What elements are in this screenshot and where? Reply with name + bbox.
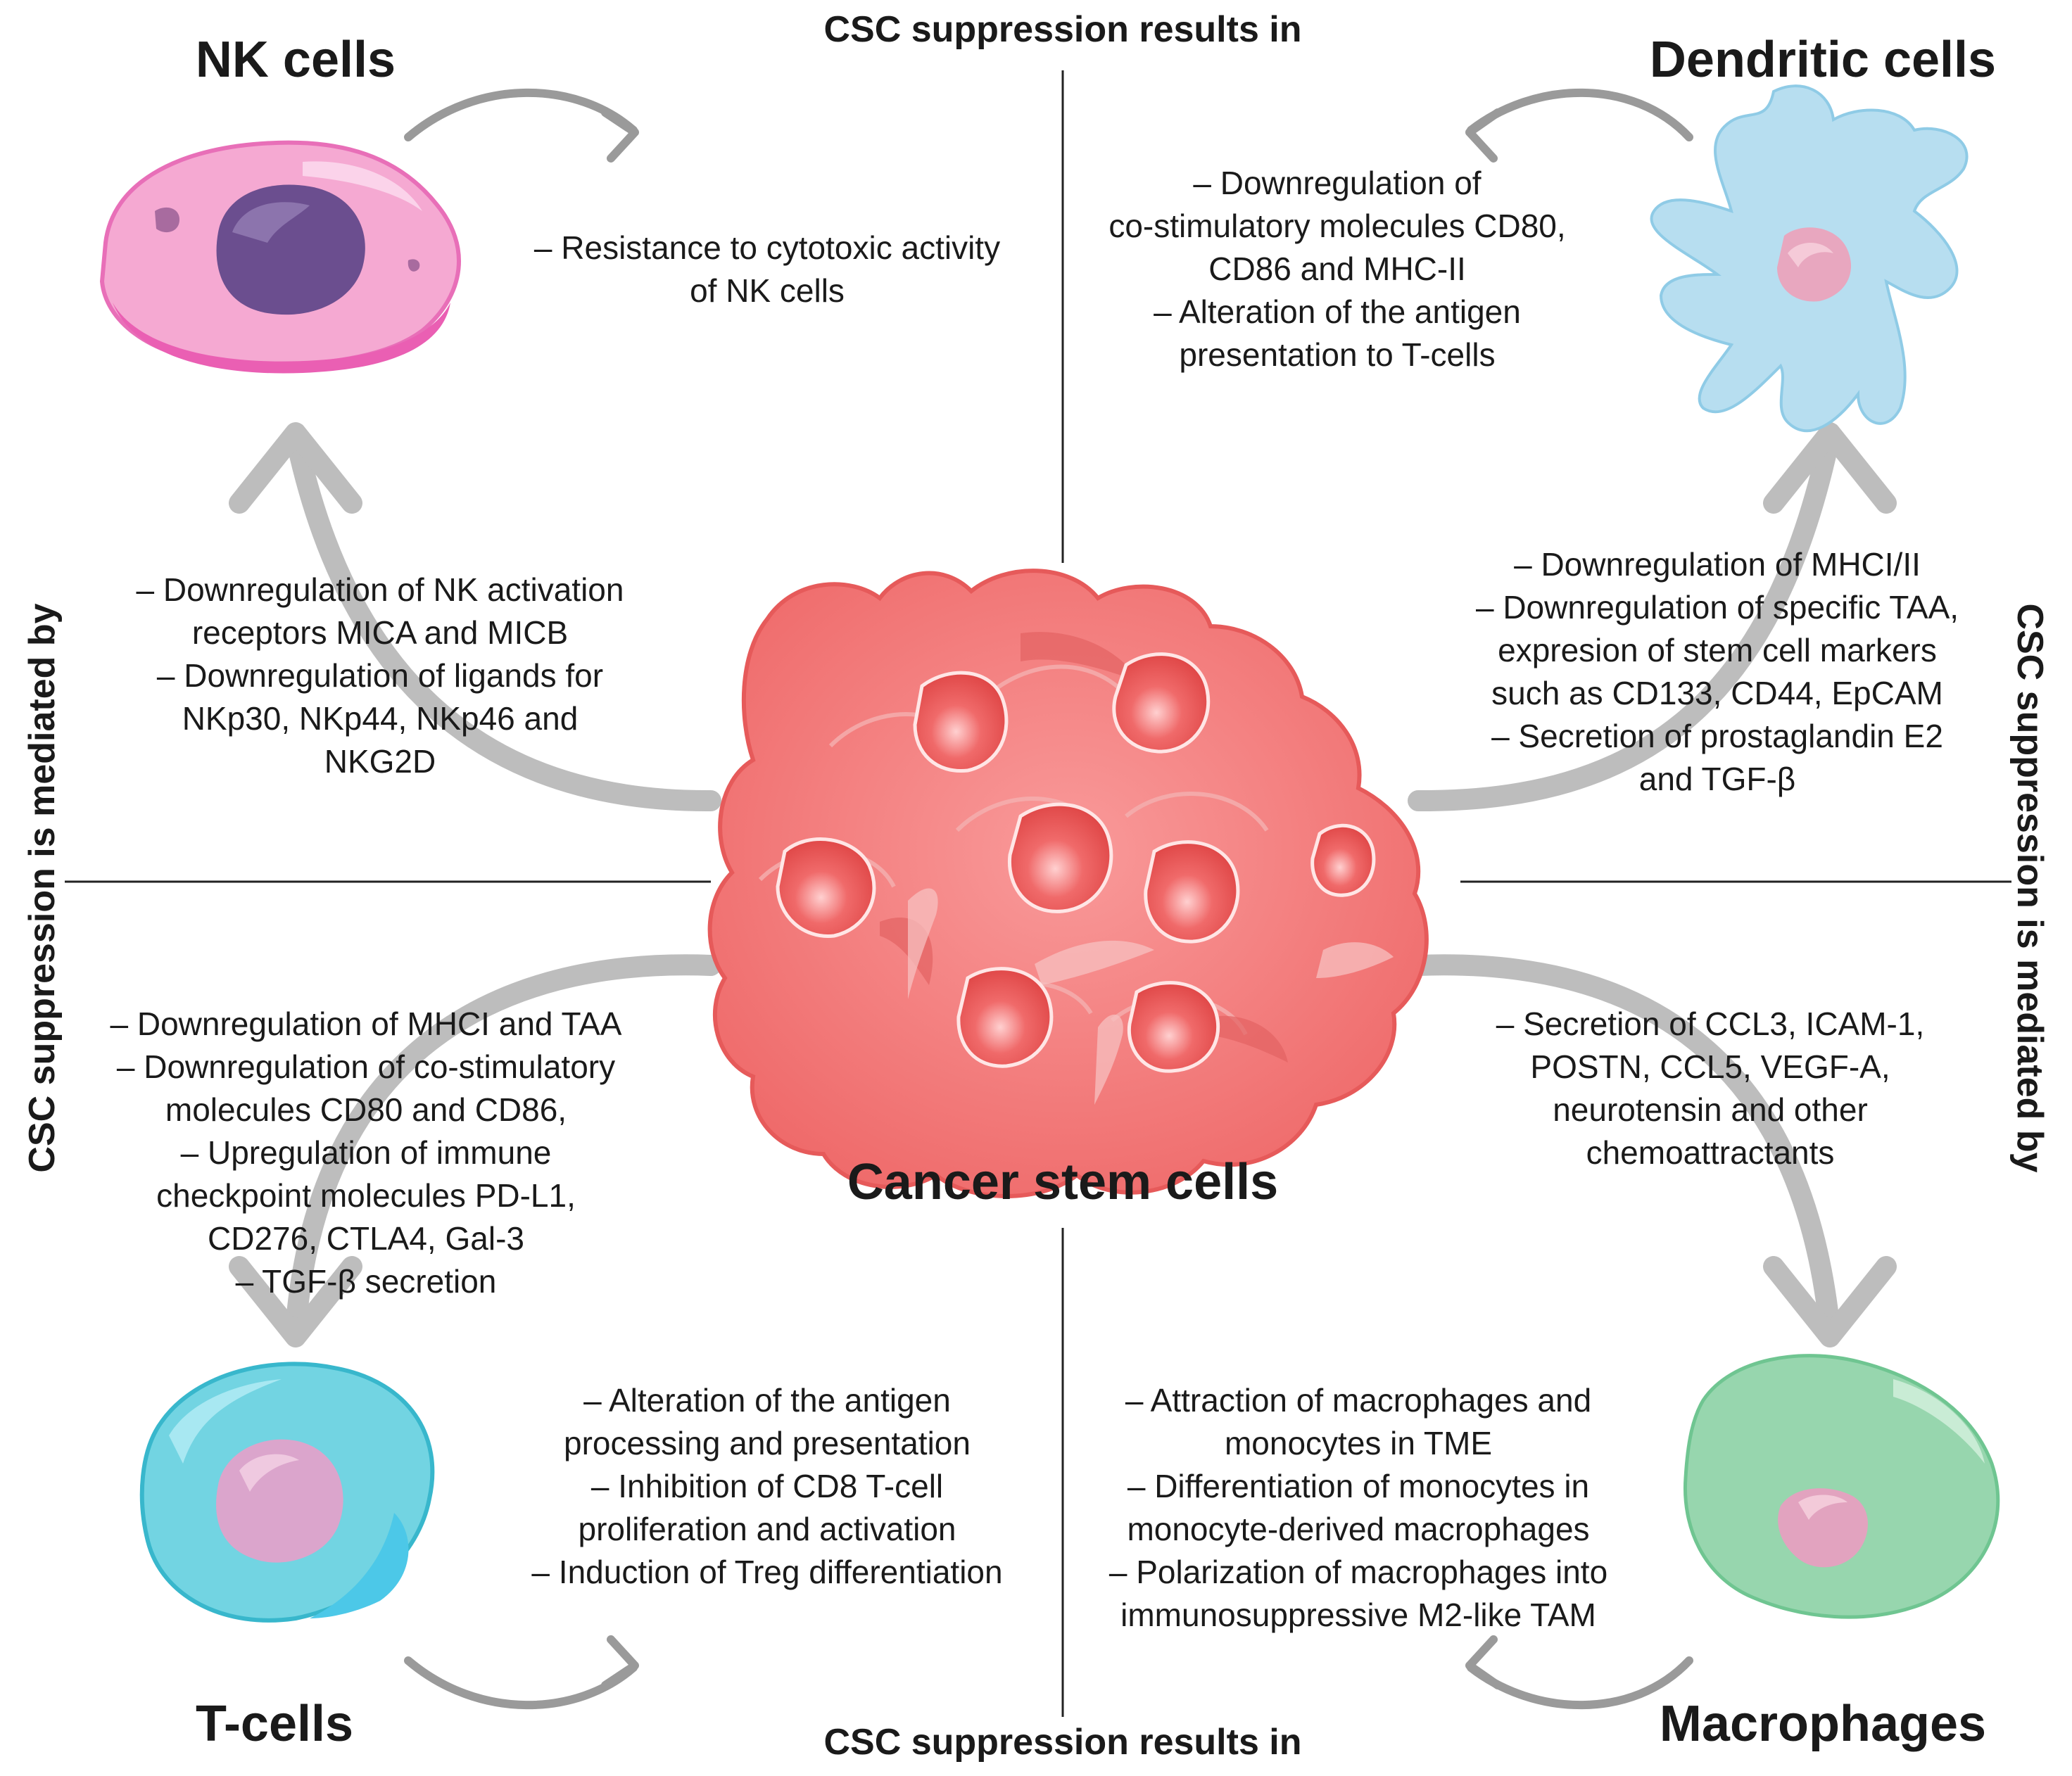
t-cells-results-text: – Alteration of the antigen processing a…	[486, 1379, 1049, 1594]
nk-results-text: – Resistance to cytotoxic activity of NK…	[493, 227, 1042, 312]
text-line: – Attraction of macrophages and	[1125, 1382, 1592, 1419]
text-line: – Differentiation of monocytes in	[1127, 1468, 1590, 1504]
text-line: NKG2D	[324, 743, 436, 780]
text-line: – Induction of Treg differentiation	[531, 1554, 1003, 1590]
bottom-header: CSC suppression results in	[823, 1722, 1302, 1763]
mechanism-arrows	[229, 422, 1897, 1347]
macrophages-mechanism-text: – Secretion of CCL3, ICAM-1, POSTN, CCL5…	[1422, 1003, 1999, 1174]
macrophages-results-text: – Attraction of macrophages and monocyte…	[1077, 1379, 1640, 1637]
t-cells-title: T-cells	[195, 1696, 354, 1752]
nk-cells-title: NK cells	[195, 32, 396, 88]
text-line: – TGF-β secretion	[235, 1263, 497, 1300]
top-header: CSC suppression results in	[823, 9, 1302, 50]
text-line: CD86 and MHC-II	[1208, 250, 1466, 287]
text-line: – Downregulation of ligands for	[156, 657, 604, 694]
text-line: CD276, CTLA4, Gal-3	[208, 1220, 524, 1257]
text-line: of NK cells	[690, 272, 845, 309]
text-line: monocytes in TME	[1224, 1425, 1493, 1461]
text-line: – Downregulation of specific TAA,	[1475, 589, 1959, 626]
macrophages-title: Macrophages	[1659, 1696, 1987, 1752]
text-line: – Downregulation of NK activation	[136, 571, 624, 608]
text-line: molecules CD80 and CD86,	[165, 1091, 567, 1128]
text-line: monocyte-derived macrophages	[1127, 1511, 1590, 1547]
text-line: – Resistance to cytotoxic activity	[533, 229, 1001, 266]
text-line: – Downregulation of	[1193, 165, 1482, 201]
text-line: POSTN, CCL5, VEGF-A,	[1530, 1048, 1890, 1085]
nk-cell-illustration	[99, 140, 462, 374]
text-line: and TGF-β	[1638, 761, 1796, 797]
text-line: – Inhibition of CD8 T-cell	[590, 1468, 944, 1504]
text-line: – Alteration of the antigen	[583, 1382, 951, 1419]
text-line: proliferation and activation	[578, 1511, 956, 1547]
text-line: – Downregulation of MHCI and TAA	[110, 1006, 622, 1042]
t-cells-mechanism-text: – Downregulation of MHCI and TAA – Downr…	[77, 1003, 655, 1303]
dendritic-cell-illustration	[1650, 84, 1969, 433]
text-line: NKp30, NKp44, NKp46 and	[182, 700, 579, 737]
text-line: receptors MICA and MICB	[191, 614, 569, 651]
dendritic-mechanism-text: – Downregulation of MHCI/II – Downregula…	[1429, 543, 2006, 801]
divider-lines	[65, 70, 2011, 1717]
text-line: co-stimulatory molecules CD80,	[1108, 208, 1566, 244]
macrophage-illustration	[1683, 1354, 2000, 1619]
left-header: CSC suppression is mediated by	[22, 603, 63, 1173]
text-line: – Downregulation of MHCI/II	[1514, 546, 1921, 583]
text-line: immunosuppressive M2-like TAM	[1120, 1597, 1596, 1633]
t-cell-illustration	[139, 1362, 435, 1623]
text-line: checkpoint molecules PD-L1,	[156, 1177, 576, 1214]
text-line: – Secretion of prostaglandin E2	[1491, 718, 1943, 754]
text-line: presentation to T-cells	[1179, 336, 1496, 373]
result-arrows	[404, 88, 1693, 1710]
cancer-stem-cells-title: Cancer stem cells	[847, 1154, 1279, 1210]
text-line: – Secretion of CCL3, ICAM-1,	[1496, 1006, 1925, 1042]
dendritic-cells-title: Dendritic cells	[1649, 32, 1997, 88]
text-line: processing and presentation	[564, 1425, 971, 1461]
text-line: – Alteration of the antigen	[1154, 293, 1521, 330]
nk-mechanism-text: – Downregulation of NK activation recept…	[91, 569, 669, 783]
text-line: – Polarization of macrophages into	[1108, 1554, 1608, 1590]
cancer-stem-cell-cluster	[707, 569, 1429, 1198]
dendritic-results-text: – Downregulation of co-stimulatory molec…	[1070, 162, 1605, 376]
text-line: neurotensin and other	[1553, 1091, 1868, 1128]
right-header: CSC suppression is mediated by	[2009, 603, 2050, 1173]
text-line: such as CD133, CD44, EpCAM	[1491, 675, 1943, 711]
text-line: chemoattractants	[1586, 1134, 1835, 1171]
text-line: expresion of stem cell markers	[1498, 632, 1937, 668]
text-line: – Downregulation of co-stimulatory	[116, 1048, 616, 1085]
text-line: – Upregulation of immune	[180, 1134, 552, 1171]
